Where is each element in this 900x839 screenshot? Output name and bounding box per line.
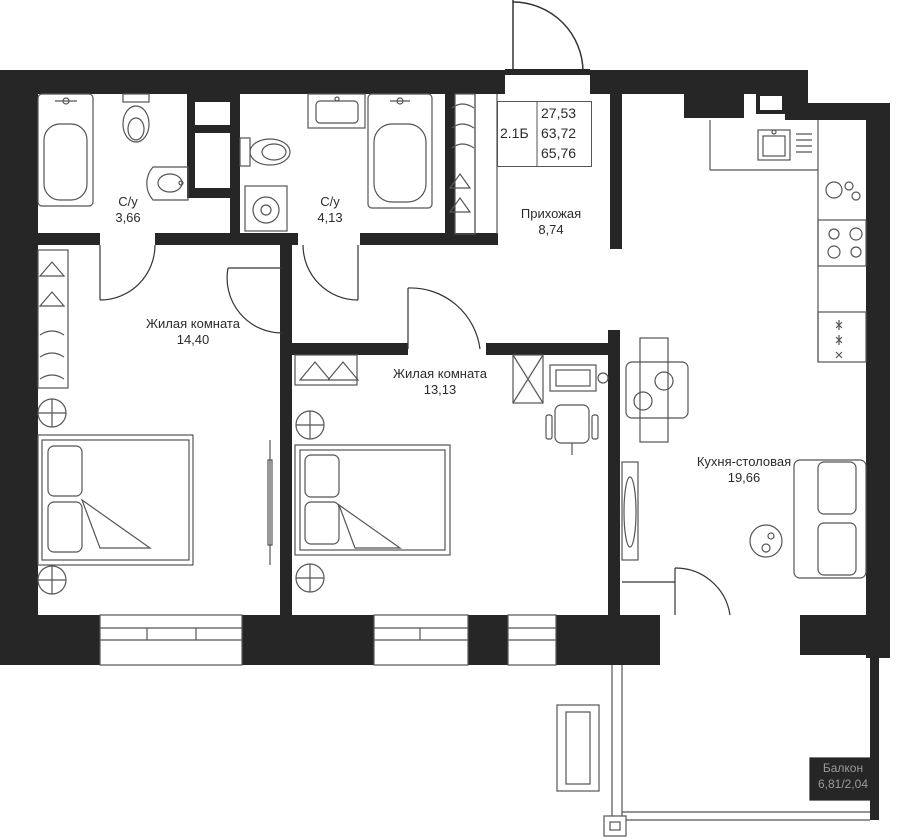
unit-areas: 27,53 63,72 65,76: [541, 103, 576, 163]
balcony: [556, 665, 877, 837]
room-name: С/у: [118, 194, 138, 209]
room-area: 3,66: [115, 210, 141, 225]
door-arcs: [99, 244, 731, 616]
room-label-living2: Жилая комната 13,13: [393, 366, 487, 398]
unit-info-box: 2.1Б 27,53 63,72 65,76: [497, 101, 592, 167]
kitchen-furniture: [621, 120, 867, 579]
walls: [0, 70, 890, 820]
entry-door: [505, 0, 590, 75]
room-name: С/у: [320, 194, 340, 209]
room-area: 6,81/2,04: [817, 777, 869, 791]
room-label-balcony: Балкон 6,81/2,04: [812, 760, 874, 792]
room-label-kitchen: Кухня-столовая 19,66: [697, 454, 791, 486]
unit-box-frame: [497, 101, 592, 167]
room-label-hall: Прихожая 8,74: [521, 206, 581, 238]
room-area: 19,66: [727, 470, 761, 485]
unit-area-total-with-balcony: 65,76: [541, 145, 577, 161]
room-name: Жилая комната: [146, 316, 240, 331]
hall-closet: [448, 93, 498, 235]
bath1-fixtures: [37, 93, 189, 207]
room-name: Прихожая: [520, 206, 582, 221]
bath2-fixtures: [239, 93, 433, 232]
room-area: 14,40: [176, 332, 210, 347]
room-name: Балкон: [822, 761, 864, 775]
windows: [99, 614, 557, 666]
room-area: 13,13: [423, 382, 457, 397]
room-name: Кухня-столовая: [696, 454, 792, 469]
room-area: 8,74: [538, 222, 564, 237]
unit-area-living: 27,53: [541, 105, 577, 121]
room-label-living1: Жилая комната 14,40: [146, 316, 240, 348]
unit-area-total: 63,72: [541, 125, 577, 141]
room-area: 4,13: [317, 210, 343, 225]
room-label-bath1: С/у 3,66: [115, 194, 140, 226]
unit-code: 2.1Б: [500, 125, 529, 141]
room-label-bath2: С/у 4,13: [317, 194, 342, 226]
living1-furniture: [37, 249, 273, 595]
room-name: Жилая комната: [393, 366, 487, 381]
living2-furniture: [294, 354, 609, 593]
